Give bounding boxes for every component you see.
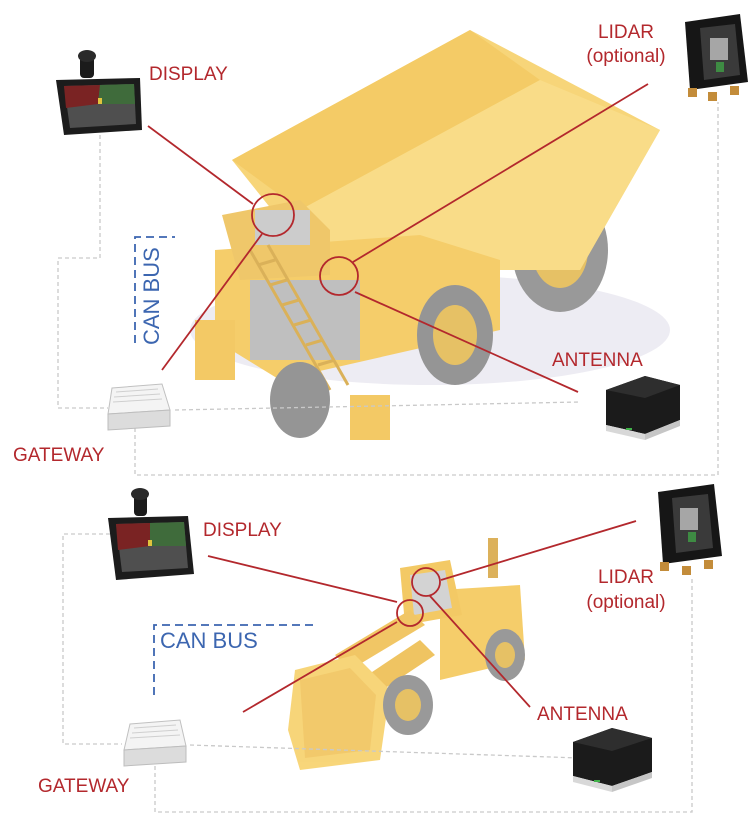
top-gateway-icon	[107, 383, 171, 431]
top-lidar-icon	[685, 14, 748, 101]
top-antenna-icon	[606, 376, 680, 440]
bottom-display-icon	[108, 488, 194, 580]
top-display-label: DISPLAY	[149, 64, 228, 85]
bottom-wiring	[62, 533, 693, 813]
top-antenna-label: ANTENNA	[552, 350, 643, 371]
bottom-lidar-label: LIDAR	[598, 567, 654, 588]
top-display-hotspot	[251, 193, 295, 237]
top-can-bus-label: CAN BUS	[139, 247, 164, 345]
top-lidar-label: LIDAR	[598, 22, 654, 43]
top-lidar-hotspot	[319, 256, 359, 296]
wheel-loader-icon	[288, 538, 525, 770]
bottom-display-label: DISPLAY	[203, 520, 282, 541]
bottom-antenna-icon	[573, 728, 652, 792]
bottom-lidar-note: (optional)	[586, 592, 666, 613]
bottom-display-hotspot	[396, 599, 424, 627]
haul-truck-icon	[190, 30, 670, 440]
bottom-can-bus-bracket	[153, 624, 318, 695]
bottom-gateway-icon	[123, 719, 187, 767]
top-gateway-label: GATEWAY	[13, 445, 105, 466]
top-display-icon	[56, 50, 142, 135]
top-lidar-note: (optional)	[586, 46, 666, 67]
bottom-lidar-icon	[658, 484, 722, 575]
top-wiring	[57, 102, 719, 476]
bottom-can-bus-label: CAN BUS	[160, 628, 258, 653]
top-callouts	[147, 83, 649, 393]
bottom-callouts	[207, 520, 637, 713]
bottom-gateway-label: GATEWAY	[38, 776, 130, 797]
bottom-antenna-label: ANTENNA	[537, 704, 628, 725]
top-can-bus-bracket	[134, 236, 175, 343]
bottom-lidar-hotspot	[411, 567, 441, 597]
